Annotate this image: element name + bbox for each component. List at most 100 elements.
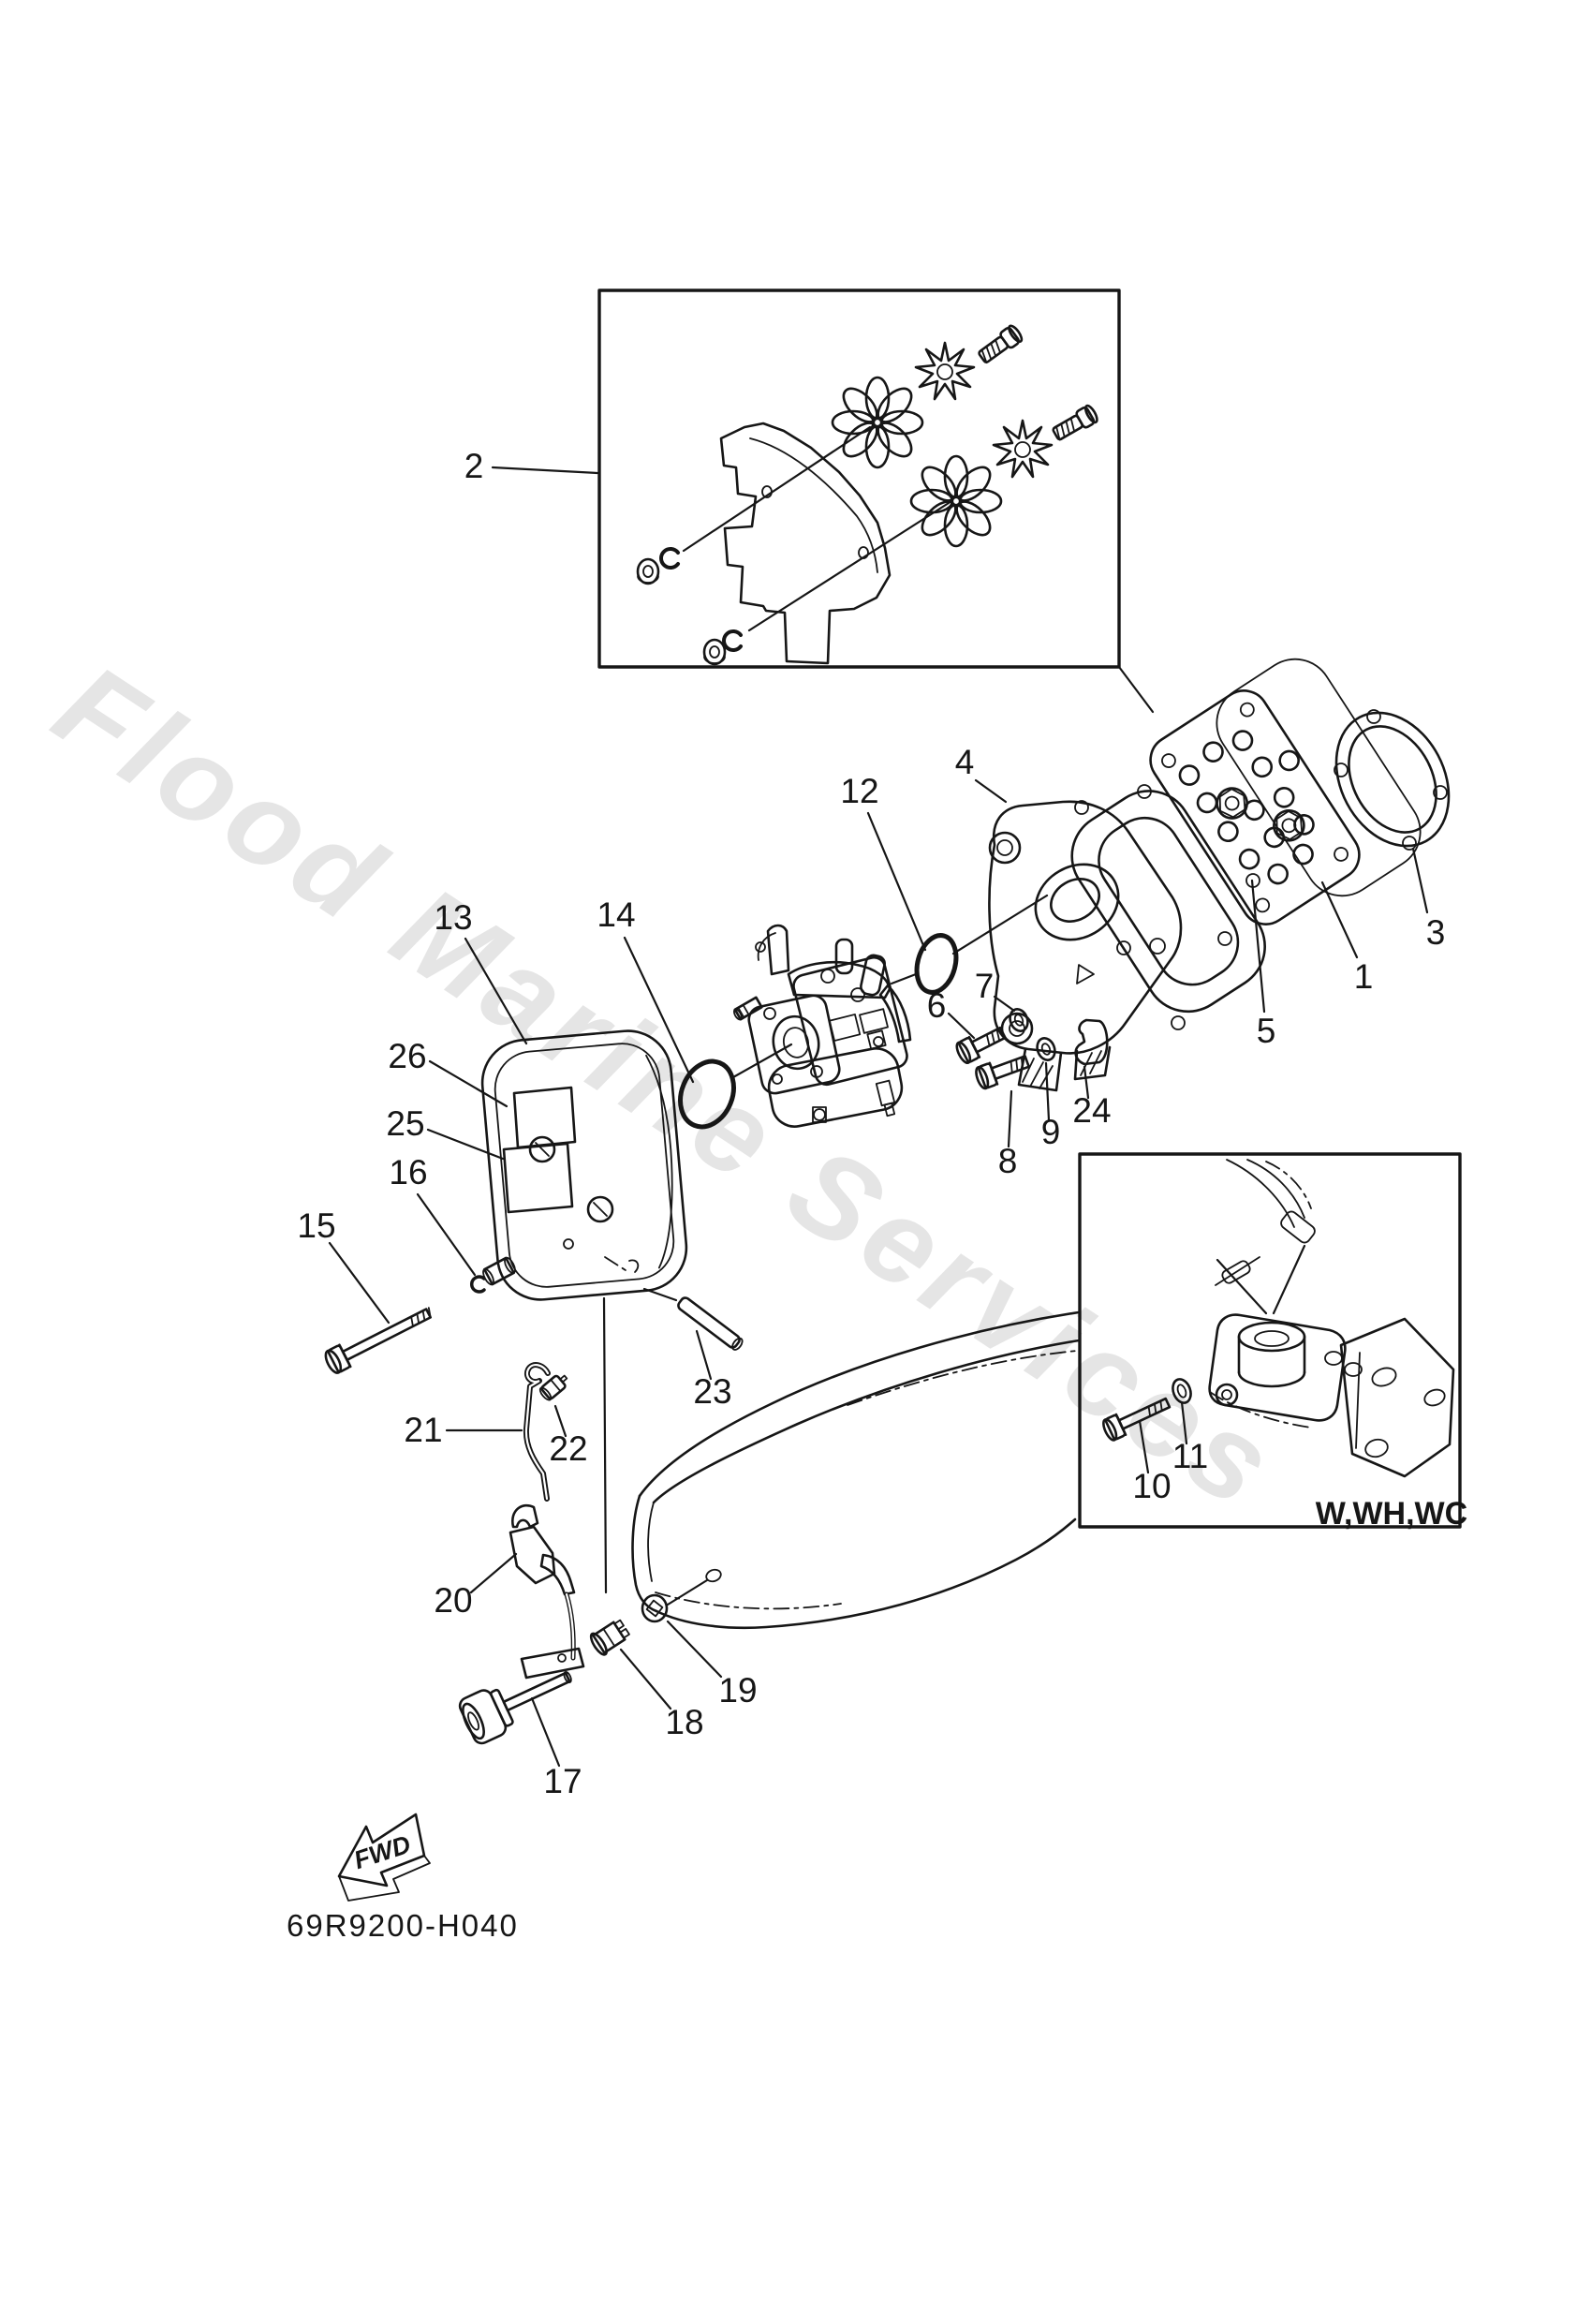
callout-number-20: 20 — [434, 1581, 472, 1620]
callout-leader-7 — [993, 995, 1016, 1013]
silencer-plate-26 — [512, 1086, 577, 1149]
callout-number-6: 6 — [927, 986, 947, 1025]
bolt-15 — [324, 1307, 432, 1374]
reed-screw-2 — [1052, 404, 1098, 441]
variant-inset-box: W,WH,WC — [1078, 1152, 1467, 1532]
callout-leader-2 — [491, 466, 599, 475]
o-ring-14 — [678, 1043, 793, 1130]
callout-number-5: 5 — [1257, 1012, 1276, 1050]
callout-number-4: 4 — [955, 743, 975, 781]
silencer-plate-25 — [502, 1142, 574, 1214]
callout-number-19: 19 — [718, 1671, 757, 1710]
choke-lever-20 — [508, 1503, 585, 1680]
grommet-19 — [641, 1593, 669, 1623]
callout-number-22: 22 — [549, 1429, 587, 1468]
callout-leader-15 — [328, 1241, 391, 1325]
callout-number-15: 15 — [297, 1206, 335, 1245]
callout-leader-1 — [1320, 881, 1359, 959]
callout-leader-26 — [428, 1059, 508, 1108]
clip-22 — [538, 1374, 568, 1401]
callout-leader-23 — [695, 1329, 713, 1381]
part-code-text: 69R9200-H040 — [287, 1908, 519, 1943]
reed-petal-valve-2 — [909, 454, 1003, 548]
callout-leader-4 — [974, 778, 1008, 804]
outer-gasket-3 — [1334, 709, 1451, 851]
clip-24 — [1074, 1018, 1109, 1066]
carburetor — [733, 924, 912, 1128]
reed-plate-nut-2 — [1273, 808, 1305, 842]
callout-number-9: 9 — [1041, 1113, 1061, 1151]
callout-leader-12 — [866, 811, 927, 952]
reed-lockwasher-2 — [722, 629, 743, 652]
callout-number-16: 16 — [389, 1153, 427, 1192]
reed-screw-1 — [978, 324, 1024, 364]
callout-leader-8 — [1007, 1089, 1013, 1148]
callout-number-14: 14 — [597, 896, 635, 934]
reed-plate-nut-1 — [1216, 787, 1248, 820]
callout-number-7: 7 — [975, 967, 995, 1005]
callout-number-23: 23 — [693, 1372, 731, 1411]
callout-leader-20 — [469, 1552, 518, 1594]
intake-manifold — [988, 800, 1183, 1092]
reed-nut-1 — [636, 557, 660, 585]
callout-leader-24 — [1083, 1065, 1090, 1100]
callout-leader-25 — [426, 1128, 505, 1161]
watermark-text: Flood Marine Services — [33, 639, 1302, 1536]
bolt-6 — [955, 1026, 1007, 1065]
callout-leader-14 — [623, 936, 695, 1084]
valve-seat-plate — [719, 422, 892, 665]
callout-number-10: 10 — [1132, 1467, 1171, 1505]
intake-silencer — [480, 1029, 688, 1594]
callout-number-17: 17 — [543, 1762, 582, 1800]
bolt-8 — [975, 1055, 1030, 1090]
callout-number-21: 21 — [404, 1411, 442, 1449]
callout-leader-3 — [1411, 847, 1429, 914]
callout-number-2: 2 — [464, 447, 484, 485]
callout-number-26: 26 — [388, 1037, 426, 1075]
callout-leader-19 — [666, 1620, 723, 1679]
pin-23 — [677, 1296, 744, 1351]
callout-number-24: 24 — [1072, 1091, 1111, 1130]
callout-number-1: 1 — [1354, 957, 1374, 996]
reed-petal-valve-1 — [831, 376, 924, 469]
drain-screw — [875, 1079, 896, 1118]
bolt-10 — [1102, 1397, 1172, 1442]
callout-leader-10 — [1138, 1419, 1150, 1474]
choke-knob-17 — [458, 1671, 572, 1745]
manifold-gasket-5 — [1070, 784, 1266, 1030]
callout-leader-18 — [619, 1648, 672, 1710]
callout-leader-17 — [530, 1696, 561, 1768]
carb-base-gasket — [1216, 658, 1422, 897]
carb-joint-assembly — [1208, 1159, 1455, 1478]
washer-9 — [1036, 1037, 1056, 1061]
variant-note: W,WH,WC — [1316, 1496, 1467, 1532]
callout-number-8: 8 — [998, 1142, 1018, 1180]
callout-leader-13 — [464, 937, 528, 1045]
bushing-18 — [589, 1619, 630, 1656]
callout-number-12: 12 — [840, 772, 878, 810]
reed-nut-2 — [702, 638, 727, 666]
choke-rod-21 — [523, 1362, 551, 1502]
callout-leader-9 — [1044, 1061, 1051, 1122]
bottom-cowl — [631, 1310, 1081, 1630]
callout-number-25: 25 — [386, 1104, 424, 1143]
callout-leader-5 — [1250, 879, 1266, 1014]
washer-11 — [1172, 1378, 1192, 1404]
callout-leader-11 — [1180, 1400, 1188, 1445]
callout-leader-16 — [416, 1192, 477, 1277]
callout-leader-6 — [947, 1012, 976, 1040]
collar-16 — [482, 1256, 516, 1286]
valve-stopper-1 — [914, 341, 976, 401]
callout-leader-22 — [553, 1404, 567, 1438]
o-ring-12 — [890, 894, 1049, 995]
reed-lockwasher-1 — [659, 547, 680, 570]
fuel-inlet-barb — [733, 996, 763, 1021]
callout-number-13: 13 — [434, 898, 472, 937]
callout-number-3: 3 — [1426, 913, 1446, 952]
lock-washer-15 — [469, 1275, 486, 1294]
callout-number-18: 18 — [665, 1703, 703, 1741]
washer-7 — [1009, 1008, 1029, 1032]
